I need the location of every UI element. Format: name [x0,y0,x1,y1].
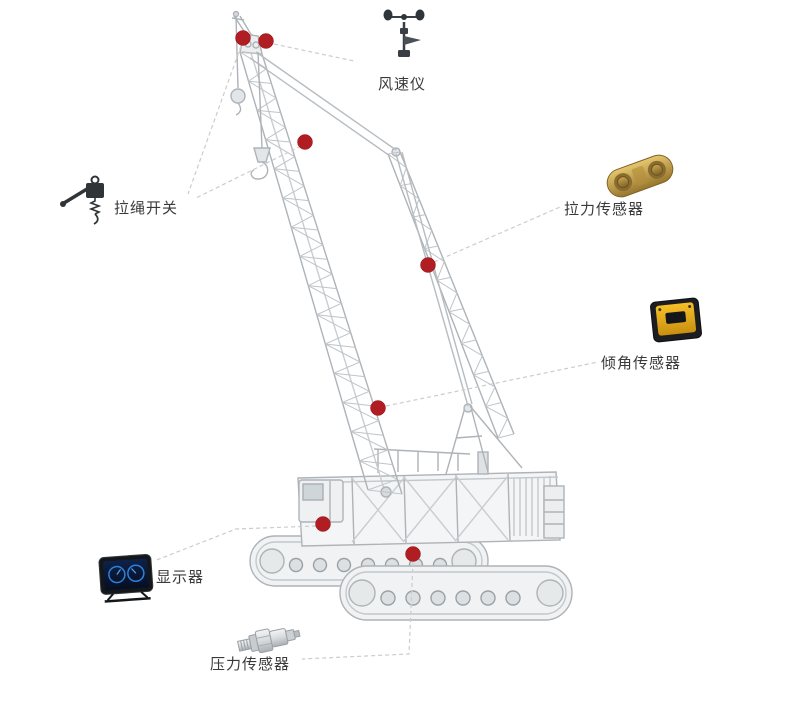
hotspot-tension-sensor[interactable] [420,257,436,273]
crawler-tracks [249,535,573,621]
label-display: 显示器 [156,569,205,586]
anemometer-icon [383,9,425,57]
hotspot-markers [235,30,436,562]
pendant-ropes [249,51,473,407]
label-pressure-sensor: 压力传感器 [210,656,291,673]
hotspot-pull-rope-switch-jib[interactable] [235,30,251,46]
label-pull-rope-switch: 拉绳开关 [114,200,179,217]
label-tilt-sensor: 倾角传感器 [601,355,682,372]
tilt-sensor-icon [650,297,702,343]
hotspot-anemometer[interactable] [258,33,274,49]
leader-tension-sensor [433,206,561,263]
crane-illustration [230,10,573,621]
superstructure [297,403,565,547]
pressure-sensor-icon [237,628,301,654]
label-anemometer: 风速仪 [378,76,427,93]
boom-lattice [239,51,403,495]
mast-lattice [387,151,515,439]
hotspot-tilt-sensor[interactable] [370,400,386,416]
leader-tilt-sensor [385,361,599,407]
pull-rope-switch-icon [60,175,104,225]
main-boom [231,10,403,498]
hotspot-pressure-sensor[interactable] [405,546,421,562]
hotspot-pull-rope-switch-boom[interactable] [297,134,313,150]
leader-lines [153,43,599,660]
leader-pressure-sensor [301,561,414,660]
label-tension-sensor: 拉力传感器 [564,201,645,218]
hotspot-display[interactable] [315,516,331,532]
tension-sensor-icon [606,154,674,198]
display-icon [98,554,154,603]
leader-display [153,525,317,562]
leader-pull-rope-switch-b [195,145,302,199]
hook-block [230,15,271,180]
leader-pull-rope-switch-a [187,45,242,195]
leader-anemometer [273,43,355,62]
